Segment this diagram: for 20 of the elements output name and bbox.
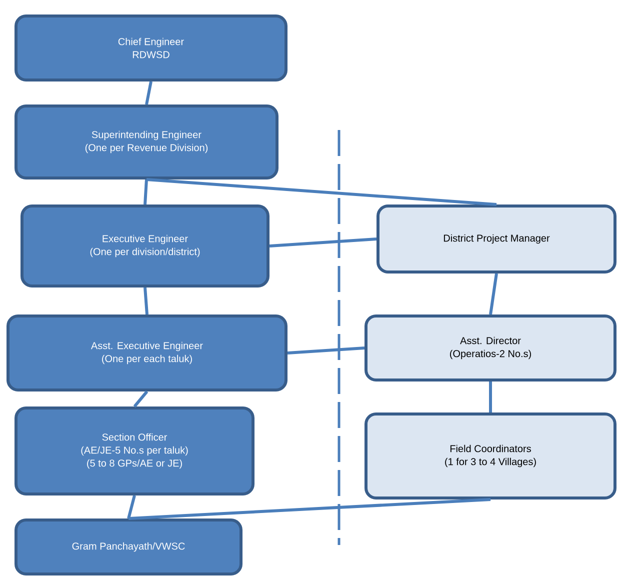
role-box: District Project Manager [376,204,616,274]
role-box: Chief Engineer RDWSD [14,14,288,82]
role-box: Section Officer (AE/JE-5 No.s per taluk) (5 to 8 GPs/AE or JE) [14,406,254,496]
connector-line [489,273,498,315]
connector-line [146,178,497,206]
connector-line [145,81,152,105]
connector-line [144,287,148,315]
connector-line [127,495,136,519]
role-box: Executive Engineer (One per division/district) [20,204,270,288]
connector-line [128,498,491,520]
role-box: Field Coordinators (1 for 3 to 4 Villages) [364,412,616,500]
connector-line [489,382,492,412]
connector-line [269,238,377,248]
role-box: Asst. Director (Operatios-2 No.s) [364,314,616,382]
role-box: Asst. Executive Engineer (One per each taluk) [6,314,288,392]
role-box: Superintending Engineer (One per Revenue Division) [14,104,278,180]
connector-line [144,179,148,205]
connector-line [133,390,148,408]
connector-line [287,346,365,354]
role-box: Gram Panchayath/VWSC [14,518,242,576]
